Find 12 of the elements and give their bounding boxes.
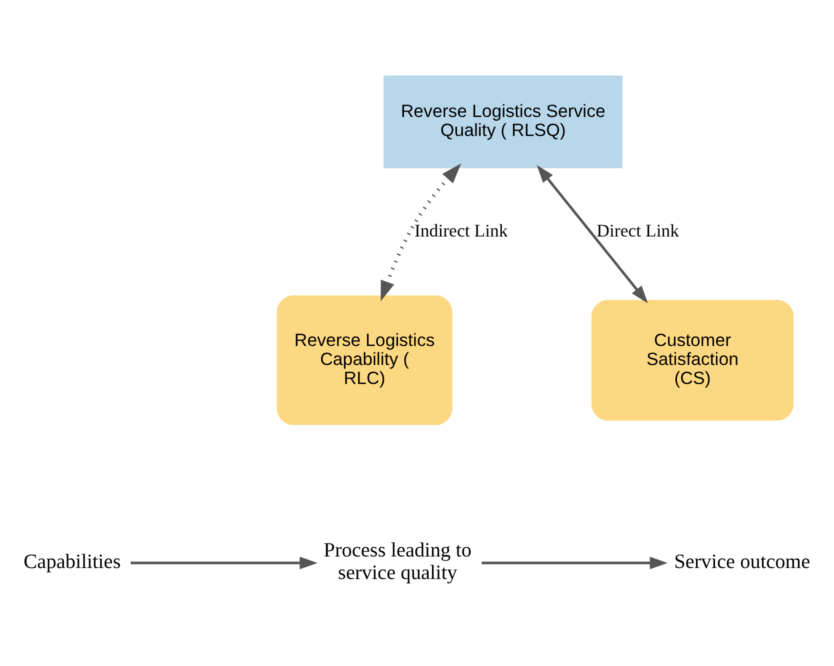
arrow (482, 556, 668, 569)
node-text: Capabilities (24, 550, 121, 572)
edge-label: Direct Link (596, 220, 680, 240)
node-text: Process leading to service quality (324, 538, 472, 584)
node-box: Customer Satisfaction (CS) (591, 299, 794, 420)
node-box: Reverse Logistics Capability ( RLC) (276, 294, 452, 425)
edge-label: Indirect Link (414, 220, 508, 240)
arrow (536, 164, 648, 303)
node-text: Service outcome (674, 550, 810, 572)
arrow (380, 162, 462, 301)
node-box: Reverse Logistics Service Quality ( RLSQ) (384, 74, 623, 168)
arrow (130, 556, 318, 569)
